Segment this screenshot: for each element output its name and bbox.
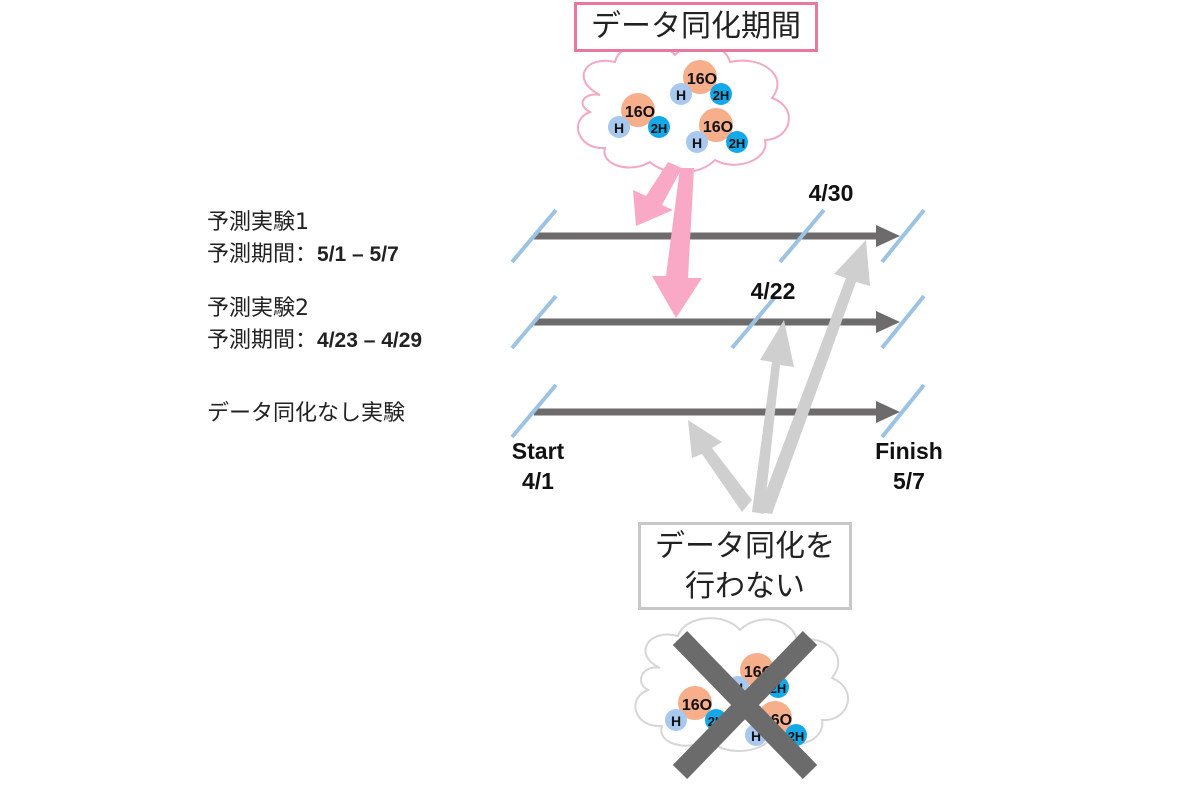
assimilation-period-box: データ同化期間: [574, 2, 818, 52]
start-text: Start: [511, 438, 565, 464]
assimilation-period-text: データ同化期間: [591, 9, 801, 44]
deuterium-atom: [710, 83, 732, 105]
experiment-2-period-range: 4/23 – 4/29: [317, 329, 423, 352]
deuterium-label: 2H: [651, 121, 668, 136]
oxygen-atom: [683, 60, 717, 94]
hydrogen-label: H: [671, 713, 681, 729]
no-assimilation-line-1: データ同化を: [655, 529, 835, 564]
deuterium-atom: [648, 116, 670, 138]
hydrogen-label: H: [692, 135, 702, 151]
no-assimilation-line-2: 行わない: [685, 569, 805, 604]
oxygen-label: 16O: [682, 697, 712, 714]
experiment-1-period-label: 予測期間：: [207, 242, 318, 267]
oxygen-atom: [678, 686, 712, 720]
assimilation-cloud: [577, 42, 790, 174]
deuterium-atom: [726, 131, 748, 153]
experiment-1-name: 予測実験1: [207, 210, 309, 235]
hydrogen-label: H: [751, 728, 761, 744]
experiment-3-name: データ同化なし実験: [207, 401, 406, 426]
oxygen-atom: [699, 108, 733, 142]
hydrogen-atom: [686, 131, 708, 153]
no-assimilation-box: データ同化を 行わない: [638, 522, 852, 610]
date-mark-4-22: 4/22: [750, 278, 796, 304]
oxygen-atom: [621, 93, 655, 127]
hydrogen-atom: [665, 709, 687, 731]
no-assimilation-arrows: [688, 240, 870, 514]
finish-date: 5/7: [893, 468, 925, 494]
finish-label: Finish 5/7: [866, 436, 952, 496]
hydrogen-atom: [670, 83, 692, 105]
cross-icon: [672, 631, 818, 779]
experiment-2-period-label: 予測期間：: [207, 328, 318, 353]
hydrogen-label: H: [676, 87, 686, 103]
oxygen-label: 16O: [687, 71, 717, 88]
start-date: 4/1: [522, 468, 554, 494]
oxygen-label: 16O: [625, 104, 655, 121]
experiment-2-name: 予測実験2: [207, 296, 309, 321]
timeline-3: [534, 401, 900, 423]
start-label: Start 4/1: [500, 436, 576, 496]
experiment-1-label: 予測実験1 予測期間：5/1 – 5/7: [207, 207, 399, 271]
date-mark-4-30: 4/30: [808, 180, 854, 206]
hydrogen-atom: [608, 116, 630, 138]
assimilation-arrows: [633, 162, 702, 318]
finish-text: Finish: [875, 438, 943, 464]
timeline-1: [534, 225, 900, 247]
experiment-3-label: データ同化なし実験: [207, 398, 405, 430]
experiment-1-period-range: 5/1 – 5/7: [317, 243, 399, 266]
oxygen-label: 16O: [703, 119, 733, 136]
deuterium-label: 2H: [729, 136, 746, 151]
deuterium-label: 2H: [713, 88, 730, 103]
timeline-2: [534, 311, 900, 333]
hydrogen-label: H: [614, 120, 624, 136]
tick-marks: [510, 208, 926, 439]
experiment-2-label: 予測実験2 予測期間：4/23 – 4/29: [207, 293, 422, 357]
